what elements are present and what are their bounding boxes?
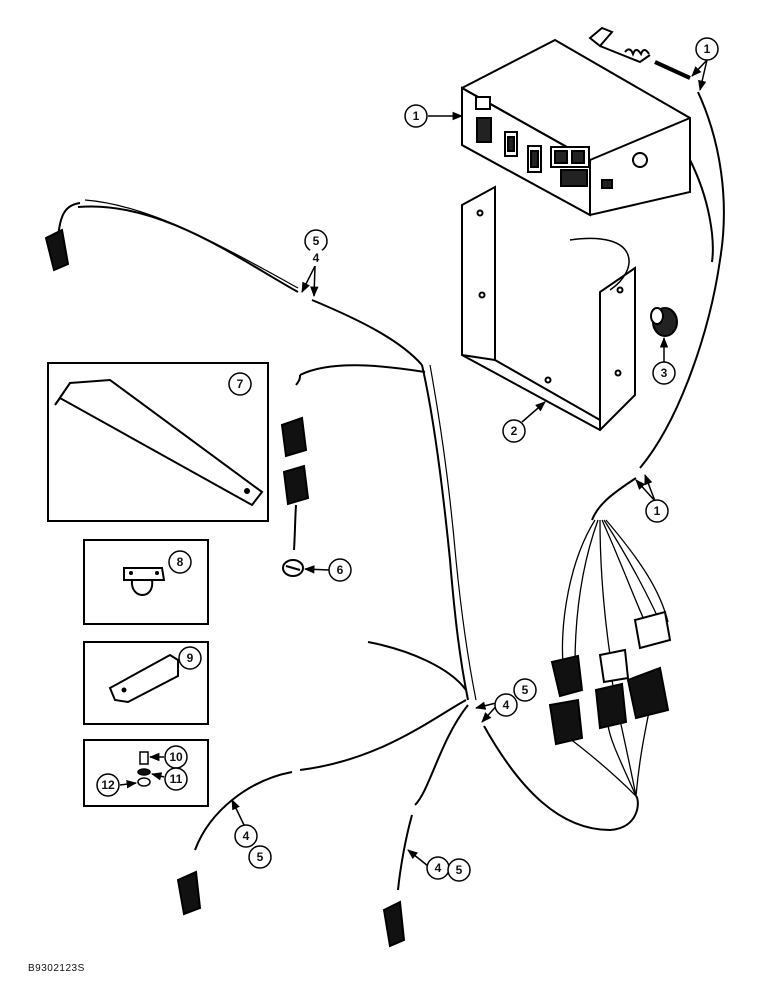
callout-4-5-lower-center: 4 5 — [407, 849, 471, 882]
callout-label: 4 — [243, 829, 250, 843]
callout-2: 2 — [502, 401, 546, 443]
connector-blocks — [548, 610, 672, 746]
control-box — [461, 38, 691, 217]
callout-label: 5 — [522, 683, 529, 697]
callout-label: 4 — [313, 251, 320, 265]
callout-4-5-lower-left: 4 5 — [231, 799, 272, 869]
callout-9: 9 — [178, 646, 202, 670]
inset-box-8 — [83, 539, 209, 625]
callout-7: 7 — [228, 372, 252, 396]
callout-1-top: 1 — [691, 37, 719, 92]
pressure-switch — [280, 416, 310, 577]
callout-label: 5 — [257, 850, 264, 864]
knob — [650, 307, 678, 337]
callout-label: 11 — [170, 772, 183, 786]
wire-harness — [57, 91, 725, 891]
callout-3: 3 — [652, 336, 676, 385]
callout-11: 11 — [150, 767, 188, 791]
callout-1-mid: 1 — [635, 474, 669, 523]
callout-label: 5 — [456, 863, 463, 877]
callout-12: 12 — [96, 773, 138, 797]
callout-4-5-upper: 5 4 — [301, 229, 328, 298]
connector-lower-center — [382, 900, 406, 948]
callout-label: 12 — [101, 778, 115, 792]
callout-label: 1 — [654, 504, 661, 518]
callout-1-box: 1 — [404, 104, 464, 128]
callout-label: 5 — [313, 234, 320, 248]
callout-label: 3 — [661, 366, 668, 380]
figure-id: B9302123S — [28, 963, 85, 974]
callout-label: 9 — [187, 651, 194, 665]
plug-connector — [588, 26, 691, 80]
connector-lower-left — [176, 870, 202, 916]
callout-label: 8 — [177, 555, 184, 569]
callout-6: 6 — [303, 558, 352, 582]
callout-label: 10 — [169, 750, 183, 764]
inset-box-10-12 — [83, 739, 209, 807]
callout-label: 1 — [704, 42, 711, 56]
callout-label: 6 — [337, 563, 344, 577]
connector-top-left — [44, 228, 70, 272]
mounting-bracket — [461, 185, 636, 432]
callout-4-5-middle: 4 5 — [474, 678, 537, 723]
callout-8: 8 — [168, 550, 192, 574]
callout-label: 4 — [435, 861, 442, 875]
callout-label: 7 — [237, 377, 244, 391]
callout-label: 4 — [503, 698, 510, 712]
callout-label: 2 — [511, 424, 518, 438]
callout-label: 1 — [413, 109, 420, 123]
